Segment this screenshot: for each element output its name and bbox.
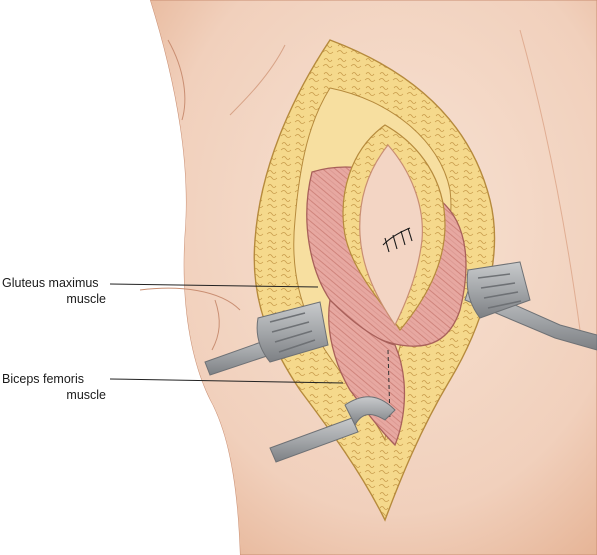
biceps-femoris-label: Biceps femoris muscle <box>2 371 106 403</box>
sutures <box>382 227 413 253</box>
gluteus-maximus-label: Gluteus maximus muscle <box>2 275 106 307</box>
gluteus-label-line1: Gluteus maximus <box>2 276 99 290</box>
biceps-label-line2: muscle <box>66 388 106 402</box>
retractor-left <box>204 301 329 376</box>
gluteus-label-line2: muscle <box>66 292 106 306</box>
biceps-leader-line <box>109 378 344 384</box>
gluteus-leader-line <box>109 283 319 288</box>
retractor-lower <box>269 396 396 463</box>
central-wound <box>359 144 423 327</box>
leader-lines <box>109 283 344 384</box>
biceps-label-line1: Biceps femoris <box>2 372 84 386</box>
retractor-right <box>464 261 597 351</box>
